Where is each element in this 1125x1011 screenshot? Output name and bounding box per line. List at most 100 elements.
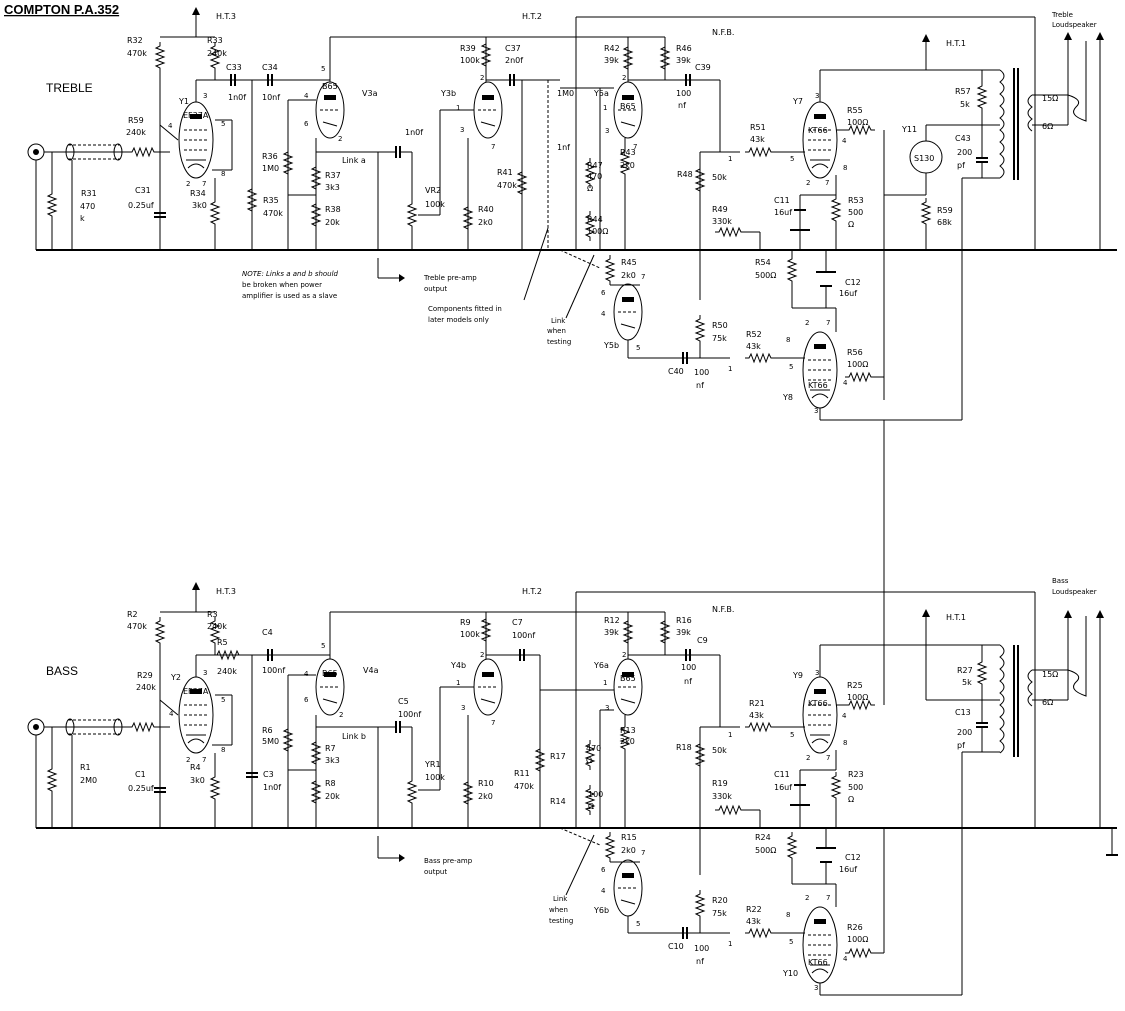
- treble-label-71: R53: [848, 196, 864, 205]
- treble-label-57: 100: [676, 89, 691, 98]
- treble-component-labels: R32470kR33240kC331n0fC3410nfR59240kY1EF3…: [80, 36, 972, 402]
- treble-label-12: R34: [190, 189, 206, 198]
- treble-label-25: R38: [325, 205, 341, 214]
- treble-ht2-label: H.T.2: [522, 12, 542, 21]
- bass-pin-12: 3: [461, 704, 465, 712]
- bass-label-75: C13: [955, 708, 971, 717]
- bass-pin-1: 4: [169, 710, 174, 718]
- bass-label-28: C5: [398, 697, 409, 706]
- treble-pin-13: 7: [491, 143, 495, 151]
- bass-label-45: 39k: [676, 628, 691, 637]
- treble-label-36: Y3b: [440, 89, 456, 98]
- bass-label-25: 20k: [325, 792, 340, 801]
- bass-label-78: R15: [621, 833, 637, 842]
- treble-label-4: C33: [226, 63, 242, 72]
- bass-label-79: 2k0: [621, 846, 636, 855]
- treble-label-13: 3k0: [192, 201, 207, 210]
- treble-label-19: R35: [263, 196, 279, 205]
- bass-tap-15: 15Ω: [1042, 670, 1058, 679]
- bass-label-29: 100nf: [398, 710, 421, 719]
- bass-label-44: R16: [676, 616, 692, 625]
- treble-label-27: V3a: [362, 89, 378, 98]
- treble-label-61: R49: [712, 205, 728, 214]
- speaker-labels: Treble Loudspeaker 15Ω 6Ω Bass Loudspeak…: [1042, 11, 1097, 707]
- treble-pin-17: 2: [622, 74, 626, 82]
- bass-v4a-valve: [315, 658, 345, 716]
- bass-label-87: 43k: [746, 917, 761, 926]
- bass-label-74: 5k: [962, 678, 972, 687]
- treble-label-85: Y5b: [603, 341, 619, 350]
- treble-label-47: Y5a: [593, 89, 609, 98]
- treble-label-11: EF37A: [183, 111, 209, 120]
- treble-label-54: R44: [587, 215, 603, 224]
- treble-pin-25: 7: [641, 273, 645, 281]
- treble-label-14: C31: [135, 186, 151, 195]
- treble-label-49: R47: [587, 161, 603, 170]
- treble-pin-20: 4: [842, 137, 847, 145]
- bass-label-8: R29: [137, 671, 153, 680]
- bass-pin-8: 6: [304, 696, 309, 704]
- treble-pin-10: 2: [480, 74, 484, 82]
- bass-pin-21: 8: [843, 739, 847, 747]
- bass-label-18: C3: [263, 770, 274, 779]
- bass-label-39: R11: [514, 769, 530, 778]
- bass-label-48: 470: [586, 744, 601, 753]
- treble-pin-4: 2: [186, 180, 190, 188]
- treble-label-52: R43: [620, 148, 636, 157]
- bass-pin-31: 8: [786, 911, 790, 919]
- treble-label-75: 5k: [960, 100, 970, 109]
- treble-label-41: 1M0: [557, 89, 574, 98]
- treble-speaker-label-2: Loudspeaker: [1052, 21, 1097, 29]
- bass-y4b-valve: [473, 658, 503, 716]
- treble-label-2: R33: [207, 36, 223, 45]
- bass-label-80: Y6b: [593, 906, 609, 915]
- bass-tap-6: 6Ω: [1042, 698, 1053, 707]
- bass-speaker-label-2: Loudspeaker: [1052, 588, 1097, 596]
- treble-pin-30: 2: [805, 319, 809, 327]
- treble-pin-8: 6: [304, 120, 309, 128]
- bass-y9-valve: [802, 676, 838, 754]
- treble-pin-19: 3: [815, 92, 819, 100]
- bass-label-40: 470k: [514, 782, 534, 791]
- treble-label-5: 1n0f: [228, 93, 246, 102]
- bass-label-63: 43k: [749, 711, 764, 720]
- bass-pin-14: 1: [603, 679, 607, 687]
- treble-pin-29: 1: [728, 365, 732, 373]
- treble-label-48: B65: [620, 102, 636, 111]
- bass-label-92: R26: [847, 923, 863, 932]
- treble-label-34: C37: [505, 44, 521, 53]
- treble-label-23: R37: [325, 171, 341, 180]
- treble-label-68: 100Ω: [847, 118, 868, 127]
- treble-label-35: 2n0f: [505, 56, 523, 65]
- bass-pin-27: 5: [636, 920, 640, 928]
- treble-testing-2: when: [547, 327, 566, 335]
- treble-label-76: Y11: [901, 125, 917, 134]
- treble-label-40: 470k: [497, 181, 517, 190]
- treble-pin-14: 1: [603, 104, 607, 112]
- bass-out-2: output: [424, 868, 447, 876]
- treble-label-65: Y7: [792, 97, 803, 106]
- bass-pin-15: 3: [605, 704, 609, 712]
- treble-label-93: R54: [755, 258, 771, 267]
- bass-label-20: R6: [262, 726, 273, 735]
- bass-ht2-label: H.T.2: [522, 587, 542, 596]
- treble-label-42: 1nf: [557, 143, 570, 152]
- bass-label-50: R13: [620, 726, 636, 735]
- bass-label-5: 240k: [217, 667, 237, 676]
- treble-label-78: C43: [955, 134, 971, 143]
- bass-pin-13: 7: [491, 719, 495, 727]
- bass-label-61: 330k: [712, 792, 732, 801]
- treble-label-56: C39: [695, 63, 711, 72]
- link-b-label: Link b: [342, 732, 366, 741]
- treble-out-2: output: [424, 285, 447, 293]
- treble-y7-valve: [802, 101, 838, 179]
- treble-pin-6: 5: [321, 65, 325, 73]
- treble-label-81: R59: [937, 206, 953, 215]
- treble-label-69: C11: [774, 196, 790, 205]
- bass-label-42: R12: [604, 616, 620, 625]
- bass-label-69: 16uf: [774, 783, 792, 792]
- bass-pin-20: 5: [790, 731, 794, 739]
- treble-label-95: C12: [845, 278, 861, 287]
- treble-pin-15: 3: [605, 127, 609, 135]
